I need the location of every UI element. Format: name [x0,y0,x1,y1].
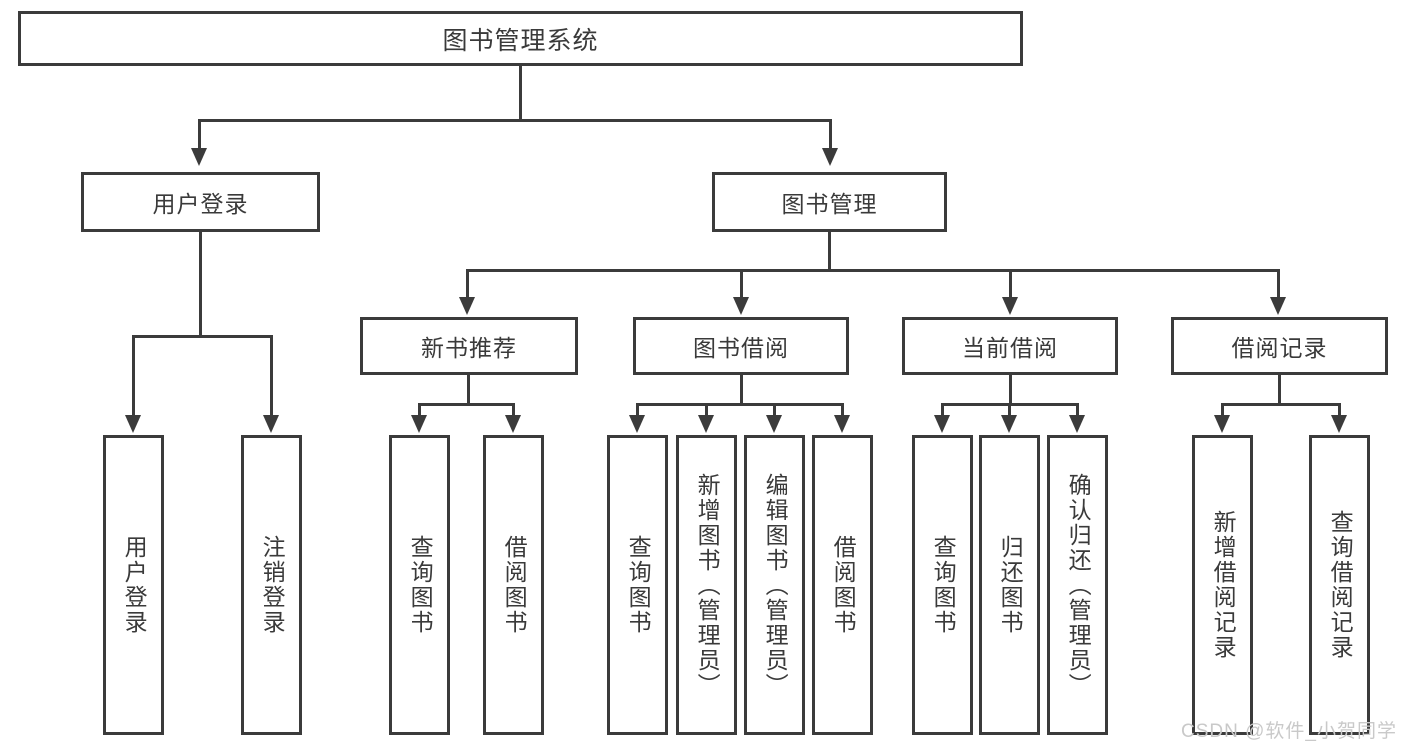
node-leaf-query-book-1[interactable]: 查询图书 [389,435,450,735]
node-label: 查询借阅记录 [1327,510,1354,660]
node-leaf-query-record[interactable]: 查询借阅记录 [1309,435,1370,735]
connector-br-c1 [1221,403,1224,417]
arrowhead-current-borrow [1002,297,1018,315]
connector-book-manage-stem [828,232,831,271]
arrowhead-leaf-add-book [698,415,714,433]
node-current-borrow[interactable]: 当前借阅 [902,317,1118,375]
node-label: 确认归还（管理员） [1065,472,1092,698]
node-borrow-record[interactable]: 借阅记录 [1171,317,1388,375]
node-root-system[interactable]: 图书管理系统 [18,11,1023,66]
connector-root-bar [198,119,832,122]
arrowhead-leaf-borrow-book-2 [834,415,850,433]
arrowhead-leaf-query-record [1331,415,1347,433]
connector-current-borrow-stem [1009,375,1012,405]
node-label: 编辑图书（管理员） [762,472,789,698]
connector-borrow-record-bar [1221,403,1341,406]
node-leaf-edit-book[interactable]: 编辑图书（管理员） [744,435,805,735]
node-label: 注销登录 [259,535,286,635]
connector-root-stem [519,66,522,119]
node-leaf-add-book[interactable]: 新增图书（管理员） [676,435,737,735]
node-label: 查询图书 [625,535,652,635]
connector-book-manage-bar [466,269,1280,272]
node-label: 图书管理 [781,191,878,217]
connector-root-to-user-login [198,119,201,150]
node-label: 借阅图书 [501,535,528,635]
node-label: 借阅图书 [830,535,857,635]
node-label: 当前借阅 [962,335,1058,361]
node-leaf-borrow-book-1[interactable]: 借阅图书 [483,435,544,735]
node-label: 查询图书 [407,535,434,635]
node-label: 归还图书 [997,535,1024,635]
arrowhead-leaf-logout [263,415,279,433]
arrowhead-leaf-query-book-2 [629,415,645,433]
connector-bm-to-current-borrow [1009,269,1012,299]
arrowhead-user-login [191,148,207,166]
connector-new-book-c2 [512,403,515,417]
connector-user-login-left [132,335,135,417]
node-leaf-user-login[interactable]: 用户登录 [103,435,164,735]
node-label: 图书借阅 [693,335,789,361]
node-label: 图书管理系统 [442,26,599,55]
connector-bm-to-borrow-record [1277,269,1280,299]
connector-user-login-bar [132,335,272,338]
node-label: 借阅记录 [1231,335,1328,361]
connector-user-login-right [270,335,273,417]
arrowhead-leaf-confirm-return [1069,415,1085,433]
arrowhead-leaf-borrow-book-1 [505,415,521,433]
arrowhead-borrow-record [1270,297,1286,315]
arrowhead-leaf-user-login [125,415,141,433]
node-label: 查询图书 [930,535,957,635]
connector-book-borrow-bar [636,403,844,406]
connector-bb-c4 [841,403,844,417]
node-leaf-logout[interactable]: 注销登录 [241,435,302,735]
node-book-manage[interactable]: 图书管理 [712,172,947,232]
connector-cb-c3 [1076,403,1079,417]
connector-cb-c1 [941,403,944,417]
connector-br-c2 [1338,403,1341,417]
node-leaf-return-book[interactable]: 归还图书 [979,435,1040,735]
node-label: 新增图书（管理员） [694,472,721,698]
arrowhead-leaf-query-book-3 [934,415,950,433]
node-leaf-query-book-3[interactable]: 查询图书 [912,435,973,735]
node-new-book-recommend[interactable]: 新书推荐 [360,317,578,375]
connector-user-login-stem [199,232,202,335]
node-leaf-confirm-return[interactable]: 确认归还（管理员） [1047,435,1108,735]
arrowhead-leaf-query-book-1 [411,415,427,433]
node-leaf-query-book-2[interactable]: 查询图书 [607,435,668,735]
arrowhead-book-borrow [733,297,749,315]
connector-new-book-stem [467,375,470,405]
node-label: 新书推荐 [421,335,517,361]
node-leaf-borrow-book-2[interactable]: 借阅图书 [812,435,873,735]
connector-new-book-c1 [418,403,421,417]
arrowhead-leaf-add-record [1214,415,1230,433]
node-label: 用户登录 [152,191,249,217]
arrowhead-book-manage [822,148,838,166]
arrowhead-leaf-return-book [1001,415,1017,433]
arrowhead-leaf-edit-book [766,415,782,433]
connector-bm-to-book-borrow [740,269,743,299]
node-leaf-add-record[interactable]: 新增借阅记录 [1192,435,1253,735]
connector-cb-c2 [1008,403,1011,417]
node-book-borrow[interactable]: 图书借阅 [633,317,849,375]
connector-bb-c1 [636,403,639,417]
connector-bm-to-new-book [466,269,469,299]
connector-new-book-bar [418,403,515,406]
connector-bb-c2 [705,403,708,417]
connector-bb-c3 [773,403,776,417]
node-user-login[interactable]: 用户登录 [81,172,320,232]
connector-borrow-record-stem [1278,375,1281,405]
connector-book-borrow-stem [740,375,743,405]
node-label: 用户登录 [121,535,148,635]
arrowhead-new-book-recommend [459,297,475,315]
node-label: 新增借阅记录 [1210,510,1237,660]
connector-root-to-book-manage [829,119,832,150]
